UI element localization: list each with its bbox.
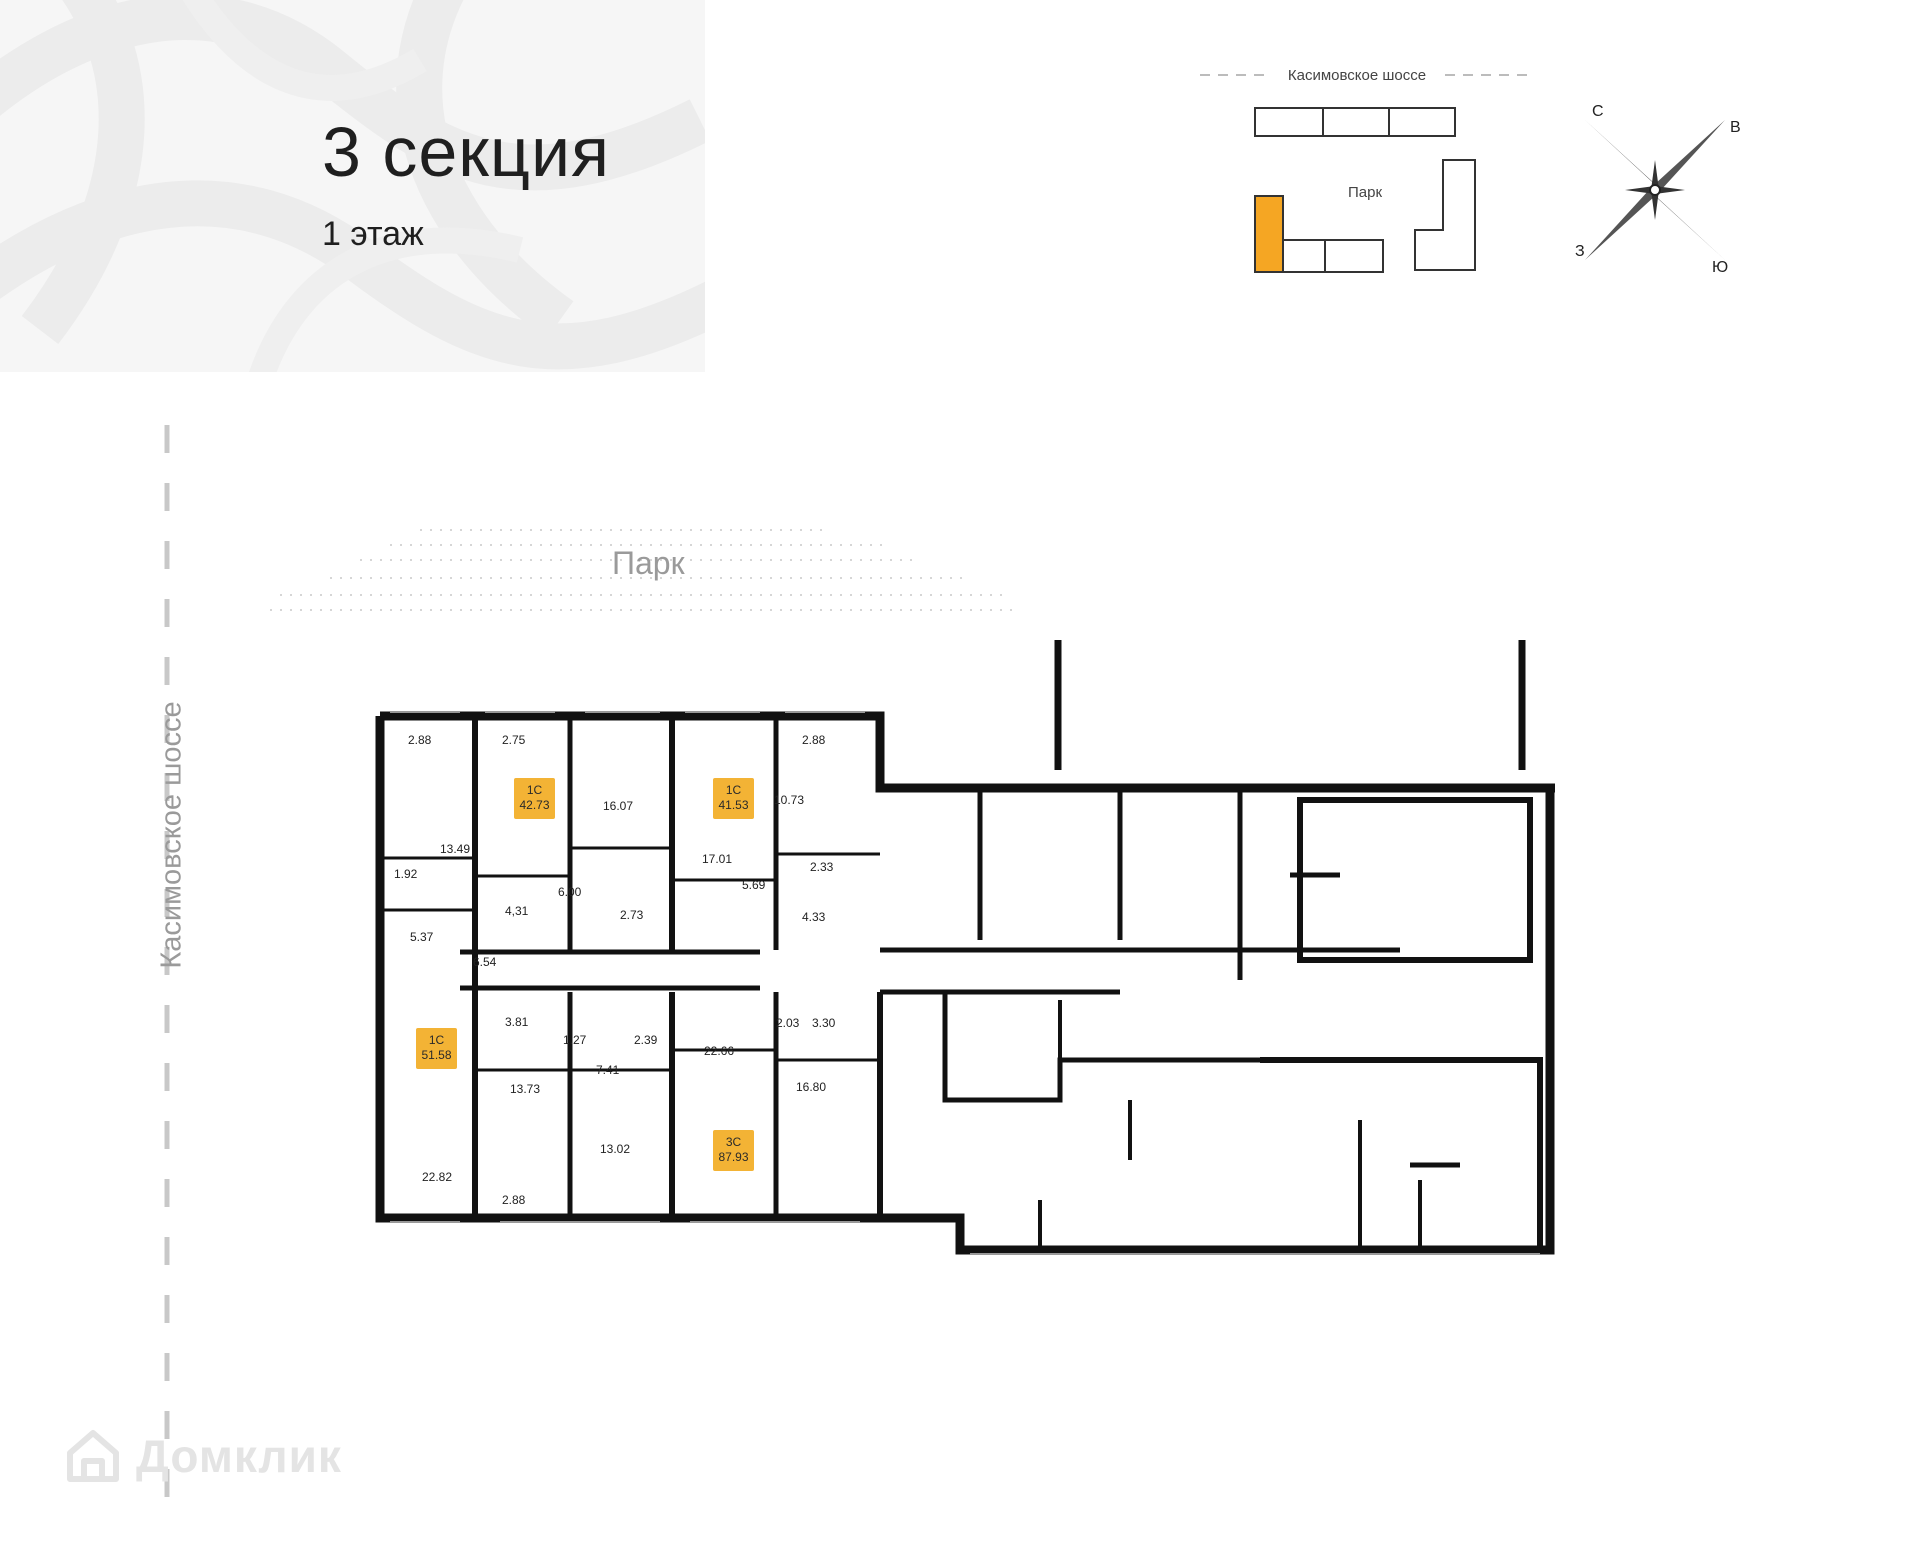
decorative-pattern xyxy=(0,0,705,372)
room-area: 13.73 xyxy=(510,1082,541,1096)
room-area: 2.73 xyxy=(620,908,644,922)
room-area: 3.30 xyxy=(812,1016,836,1030)
room-area: 4.33 xyxy=(802,910,826,924)
room-area: 13.49 xyxy=(440,842,471,856)
site-minimap: Касимовское шоссе Парк xyxy=(1195,60,1535,290)
compass-east: В xyxy=(1730,119,1740,136)
room-area: 6.00 xyxy=(558,885,582,899)
road-dashed-line xyxy=(163,425,171,1505)
watermark-text: Домклик xyxy=(136,1430,342,1482)
room-area: 2.88 xyxy=(802,733,826,747)
room-area: 5.69 xyxy=(742,878,766,892)
apartment-badge[interactable]: 1С 51.58 xyxy=(416,1028,457,1069)
apartment-badge[interactable]: 1С 41.53 xyxy=(713,778,754,819)
apartment-type: 1С xyxy=(725,783,742,797)
house-icon xyxy=(67,1430,119,1482)
floor-plan: 1С 42.73 1С 41.53 1С 51.58 3С 87.93 2.88… xyxy=(360,640,1560,1310)
room-area: 4,31 xyxy=(505,904,529,918)
room-area: 16.80 xyxy=(796,1080,827,1094)
apartment-type: 1С xyxy=(428,1033,445,1047)
apartment-area: 87.93 xyxy=(718,1150,749,1164)
road-label: Касимовское шоссе xyxy=(155,701,188,969)
room-area: 1.92 xyxy=(394,867,418,881)
apartment-type: 1С xyxy=(526,783,543,797)
room-area: 2.33 xyxy=(810,860,834,874)
room-area: 10.73 xyxy=(774,793,805,807)
room-area: 1.27 xyxy=(563,1033,587,1047)
minimap-road-label: Касимовское шоссе xyxy=(1288,67,1426,84)
highlighted-section xyxy=(1254,195,1284,273)
section-title: 3 секция xyxy=(322,113,611,191)
apartment-area: 42.73 xyxy=(519,798,550,812)
room-area: 16.07 xyxy=(603,799,634,813)
room-area: 2.39 xyxy=(634,1033,658,1047)
room-area: 7.41 xyxy=(596,1063,620,1077)
apartment-area: 41.53 xyxy=(718,798,749,812)
ornament-graphic xyxy=(0,0,705,372)
apartment-area: 51.58 xyxy=(421,1048,452,1062)
room-area: 3.81 xyxy=(505,1015,529,1029)
room-area: 13.02 xyxy=(600,1142,631,1156)
floor-plan-graphic xyxy=(375,640,1555,1255)
park-dots xyxy=(270,529,1015,611)
room-area: 6.54 xyxy=(473,955,497,969)
room-area: 5.37 xyxy=(410,930,434,944)
apartment-badge[interactable]: 1С 42.73 xyxy=(514,778,555,819)
park-label: Парк xyxy=(612,545,685,581)
room-area: 22.66 xyxy=(704,1044,735,1058)
room-area: 22.82 xyxy=(422,1170,453,1184)
room-area: 2.88 xyxy=(408,733,432,747)
compass-south: Ю xyxy=(1712,259,1728,276)
compass-rose: С В З Ю xyxy=(1570,100,1741,280)
minimap-park-label: Парк xyxy=(1348,184,1382,201)
watermark: Домклик xyxy=(64,1427,342,1485)
room-area: 2.88 xyxy=(502,1193,526,1207)
minimap-graphic: Касимовское шоссе Парк xyxy=(1200,67,1530,273)
apartment-badge[interactable]: 3С 87.93 xyxy=(713,1130,754,1171)
compass-graphic: С В З Ю xyxy=(1575,103,1741,276)
apartment-type: 3С xyxy=(725,1135,742,1149)
room-area: 2.03 xyxy=(776,1016,800,1030)
room-area: 17.01 xyxy=(702,852,733,866)
compass-north: С xyxy=(1592,103,1604,120)
compass-west: З xyxy=(1575,243,1585,260)
floor-label: 1 этаж xyxy=(322,215,424,253)
room-area: 2.75 xyxy=(502,733,526,747)
